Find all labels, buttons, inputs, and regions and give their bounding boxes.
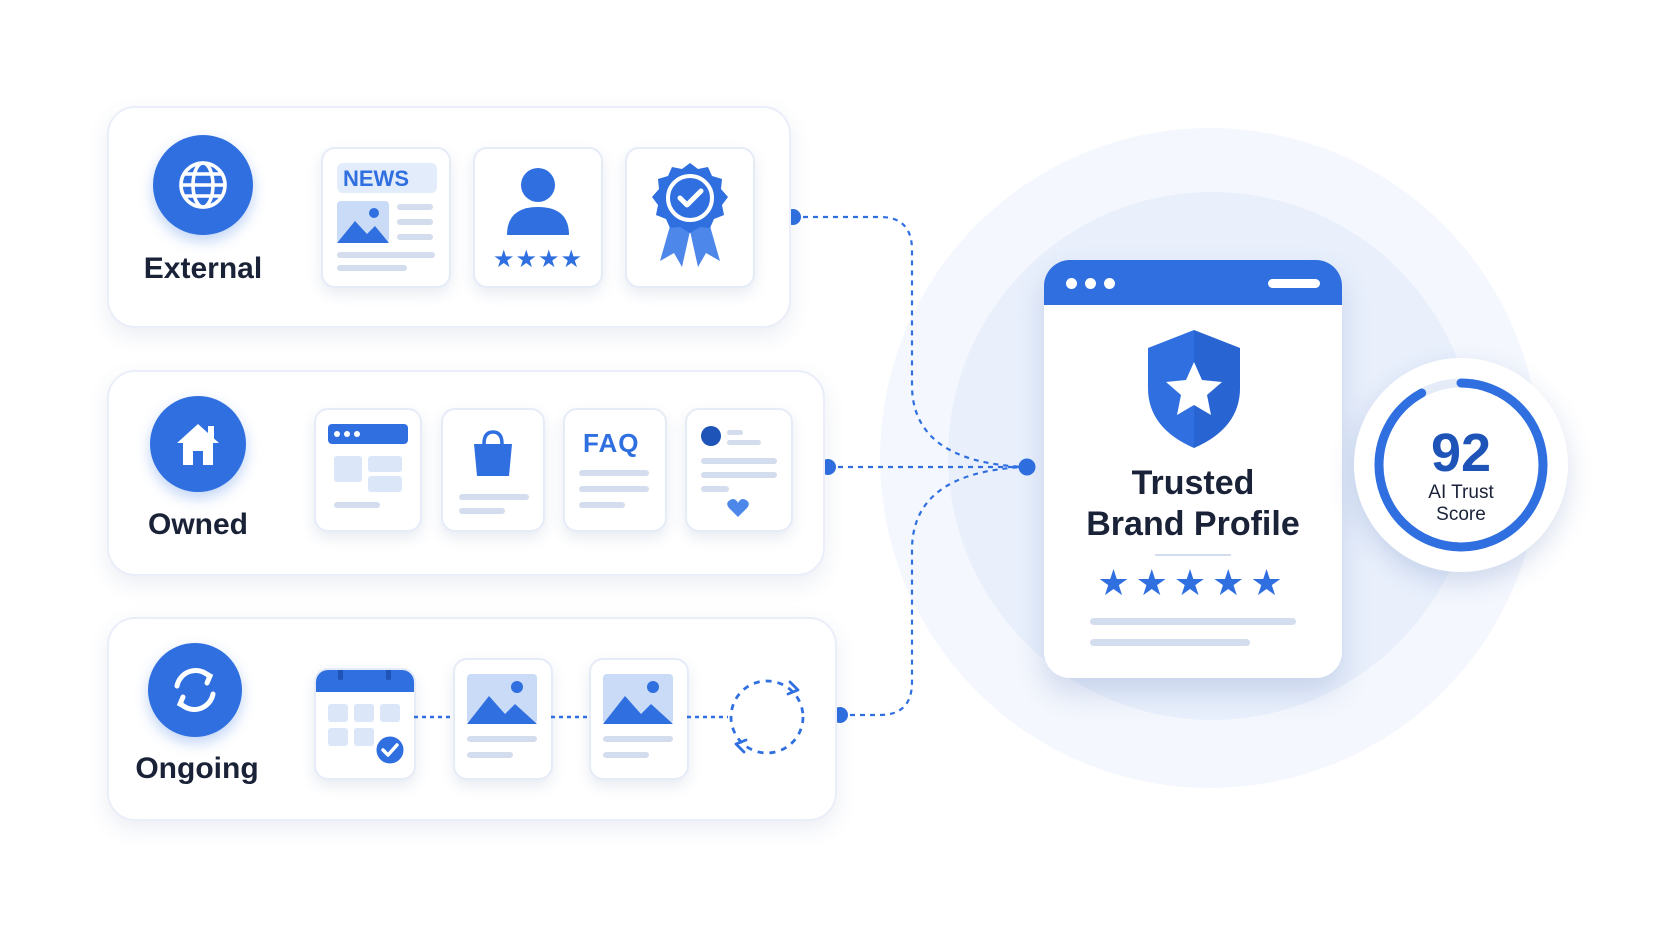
faq-card: FAQ: [563, 408, 667, 532]
globe-icon: [153, 135, 253, 235]
news-header: NEWS: [337, 163, 437, 193]
ongoing-label: Ongoing: [135, 752, 259, 785]
refresh-icon: [148, 643, 242, 737]
social-avatar: [701, 426, 721, 446]
connector-dot-hub: [1018, 458, 1036, 476]
website-block: [368, 476, 402, 492]
image-post-text-line: [467, 736, 537, 742]
shield-star-icon: [1148, 330, 1240, 448]
website-browser-bar: [328, 424, 408, 444]
news-card: NEWS: [321, 147, 451, 288]
website-block: [368, 456, 402, 472]
shopping-card: [441, 408, 545, 532]
review-stars: ★★★★: [492, 245, 584, 273]
news-text-line: [397, 234, 433, 240]
award-card: [625, 147, 755, 288]
website-block: [334, 456, 362, 482]
score-label-line1: AI Trust: [1428, 482, 1494, 503]
image-post-icon: [467, 674, 537, 724]
profile-divider: [1155, 554, 1231, 556]
faq-text-line: [579, 486, 649, 492]
cycle-icon: [729, 679, 805, 755]
browser-dot: [354, 431, 360, 437]
trusted-brand-profile-card: Trusted Brand Profile ★★★★★: [1044, 260, 1342, 678]
news-text-line: [397, 204, 433, 210]
score-value: 92: [1430, 423, 1492, 483]
social-post-card: [685, 408, 793, 532]
social-text-line: [727, 440, 761, 445]
news-text-line: [397, 219, 433, 225]
shopping-text-line: [459, 508, 505, 514]
profile-title-line2: Brand Profile: [1086, 505, 1300, 543]
user-review-card: ★★★★: [473, 147, 603, 288]
news-text-line: [337, 265, 407, 271]
profile-stars: ★★★★★: [1097, 563, 1289, 604]
ai-trust-score-gauge: 92 AI Trust Score: [1354, 358, 1568, 572]
browser-dot: [334, 431, 340, 437]
browser-dot: [1104, 278, 1115, 289]
image-post-icon: [603, 674, 673, 724]
website-text-line: [334, 502, 380, 508]
profile-title-line1: Trusted: [1131, 464, 1255, 502]
score-ring: [1374, 378, 1548, 552]
browser-address-pill: [1268, 279, 1320, 288]
connector-ongoing: [840, 465, 1026, 717]
profile-text-line: [1090, 639, 1250, 646]
profile-text-line: [1090, 618, 1296, 625]
social-text-line: [701, 486, 729, 492]
faq-text-line: [579, 470, 649, 476]
calendar-card: [314, 668, 416, 780]
browser-dot: [1066, 278, 1077, 289]
owned-label: Owned: [147, 508, 248, 541]
browser-dot: [344, 431, 350, 437]
image-post-card: [453, 658, 553, 780]
image-post-card: [589, 658, 689, 780]
award-badge-icon: [652, 163, 728, 267]
calendar-check-icon: [316, 670, 414, 767]
social-text-line: [701, 472, 777, 478]
image-post-text-line: [603, 736, 673, 742]
heart-icon: [727, 499, 749, 517]
score-label-line2: Score: [1436, 504, 1486, 525]
shopping-bag-icon: [474, 430, 512, 476]
faq-label: FAQ: [583, 428, 640, 458]
news-label: NEWS: [343, 166, 409, 191]
social-text-line: [727, 430, 743, 435]
user-avatar-icon: [507, 168, 569, 235]
social-text-line: [701, 458, 777, 464]
shopping-text-line: [459, 494, 529, 500]
image-post-text-line: [603, 752, 649, 758]
website-card: [314, 408, 422, 532]
external-label: External: [143, 252, 263, 285]
faq-text-line: [579, 502, 625, 508]
browser-dot: [1085, 278, 1096, 289]
image-post-text-line: [467, 752, 513, 758]
news-text-line: [337, 252, 435, 258]
home-icon: [150, 396, 246, 492]
news-image-icon: [337, 201, 389, 243]
